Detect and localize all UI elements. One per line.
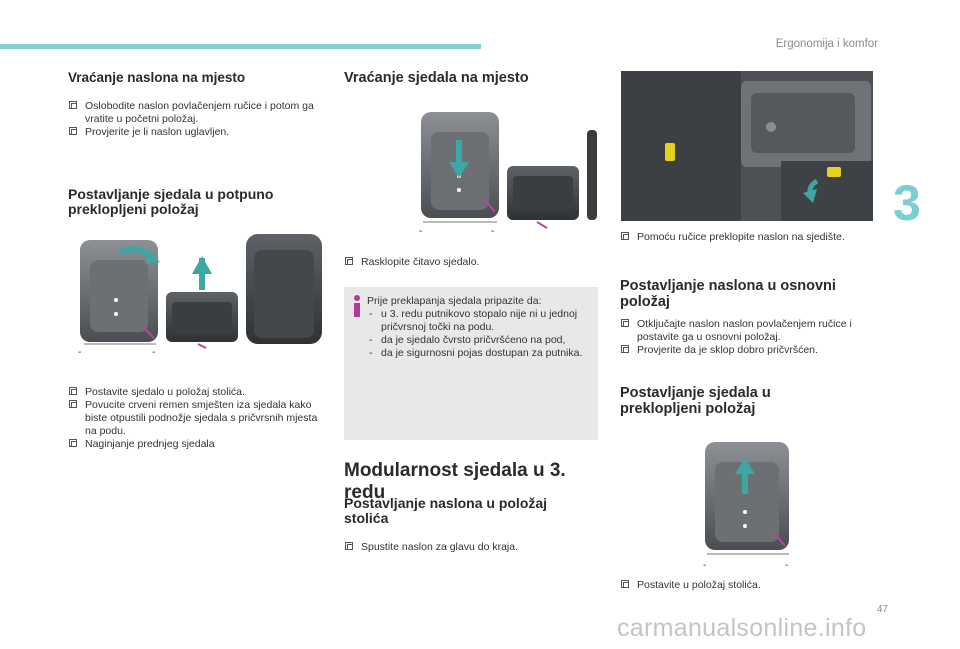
restore-backrest-steps: Oslobodite naslon povlačenjem ručice i p… — [68, 100, 330, 139]
heading-backrest-basic: Postavljanje naslona u osnovni položaj — [620, 278, 836, 310]
list-item: Spustite naslon za glavu do kraja. — [344, 541, 598, 554]
list-item: Oslobodite naslon povlačenjem ručice i p… — [68, 100, 330, 126]
list-item: Povucite crveni remen smješten iza sjeda… — [68, 399, 330, 438]
info-icon — [353, 295, 361, 317]
illustration-seat-fold-full: - - — [78, 234, 322, 358]
handle-icon — [665, 143, 675, 161]
fold-steps: Postavite u položaj stolića. — [620, 579, 875, 592]
list-item: -da je sigurnosni pojas dostupan za putn… — [369, 347, 583, 359]
watermark: carmanualsonline.info — [617, 614, 867, 642]
section-title: Ergonomija i komfor — [775, 38, 878, 50]
bullet-square-icon — [69, 387, 77, 395]
chapter-number: 3 — [893, 175, 921, 231]
bullet-square-icon — [621, 319, 629, 327]
heading-fold-full: Postavljanje sjedala u potpuno prekloplj… — [68, 186, 274, 217]
list-item: Otključajte naslon naslon povlačenjem ru… — [620, 318, 875, 344]
list-item: Rasklopite čitavo sjedalo. — [344, 256, 598, 269]
heading-restore-seat: Vraćanje sjedala na mjesto — [344, 70, 529, 86]
heading-fold: Postavljanje sjedala u preklopljeni polo… — [620, 385, 771, 417]
fold-full-steps: Postavite sjedalo u položaj stolića. Pov… — [68, 386, 330, 451]
svg-text:-: - — [152, 347, 155, 358]
info-note: Prije preklapanja sjedala pripazite da: … — [344, 287, 598, 440]
header-accent-bar — [0, 44, 481, 49]
page-number: 47 — [876, 604, 888, 615]
svg-text:-: - — [491, 226, 494, 237]
bullet-square-icon — [69, 101, 77, 109]
backrest-basic-steps: Otključajte naslon naslon povlačenjem ru… — [620, 318, 875, 357]
table-position-steps: Spustite naslon za glavu do kraja. — [344, 541, 598, 554]
list-item: -da je sjedalo čvrsto pričvršćeno na pod… — [369, 334, 566, 346]
list-item: Naginjanje prednjeg sjedala — [68, 438, 330, 451]
svg-text:-: - — [419, 226, 422, 237]
photo-steps: Pomoću ručice preklopite naslon na sjedi… — [620, 231, 875, 244]
photo-seat-handle — [621, 71, 873, 221]
heading-restore-backrest: Vraćanje naslona na mjesto — [68, 70, 246, 85]
list-item: -u 3. redu putnikovo stopalo nije ni u j… — [369, 308, 578, 333]
bullet-square-icon — [69, 400, 77, 408]
svg-text:-: - — [785, 560, 788, 571]
heading-modularity: Modularnost sjedala u 3. redu — [344, 460, 566, 503]
list-item: Provjerite je li naslon uglavljen. — [68, 126, 330, 139]
illustration-seat-fold: - - — [703, 442, 789, 571]
list-item: Provjerite da je sklop dobro pričvršćen. — [620, 344, 875, 357]
list-item: Pomoću ručice preklopite naslon na sjedi… — [620, 231, 875, 244]
svg-text:-: - — [703, 560, 706, 571]
list-item: Postavite sjedalo u položaj stolića. — [68, 386, 330, 399]
restore-seat-steps: Rasklopite čitavo sjedalo. — [344, 256, 598, 269]
illustration-seat-restore: - - — [419, 112, 597, 237]
bullet-square-icon — [621, 232, 629, 240]
svg-text:-: - — [78, 347, 81, 358]
heading-table-position: Postavljanje naslona u položaj stolića — [344, 495, 548, 526]
bullet-square-icon — [621, 580, 629, 588]
bullet-square-icon — [69, 439, 77, 447]
bullet-square-icon — [345, 542, 353, 550]
bullet-square-icon — [621, 345, 629, 353]
bullet-square-icon — [345, 257, 353, 265]
bullet-square-icon — [69, 127, 77, 135]
note-intro: Prije preklapanja sjedala pripazite da: — [367, 295, 542, 307]
list-item: Postavite u položaj stolića. — [620, 579, 875, 592]
